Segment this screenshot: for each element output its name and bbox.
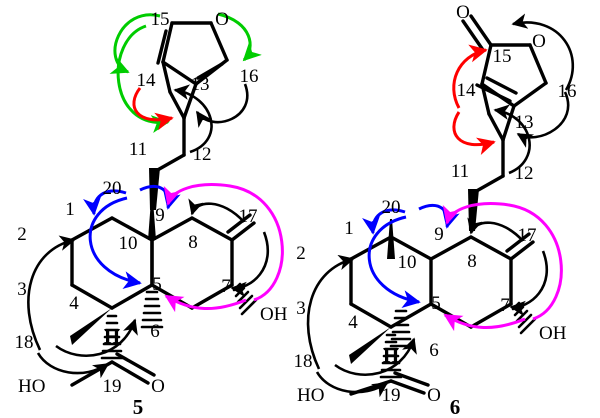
label-h-5: H	[104, 324, 120, 348]
c8-c17-double-bond-5	[226, 213, 256, 242]
label-c13-5: 13	[191, 74, 210, 95]
label-c14-5: 14	[137, 70, 157, 91]
black-correlations-5	[27, 83, 270, 379]
red-correlations-5	[132, 87, 174, 131]
label-c3-5: 3	[17, 279, 27, 300]
label-c5-5: 5	[152, 274, 162, 295]
label-c7-5: 7	[221, 276, 231, 297]
label-c9-5: 9	[155, 205, 165, 226]
compound-label-5: 5	[133, 395, 144, 418]
label-c10-5: 10	[119, 233, 138, 254]
c5-hash-h-5	[140, 290, 164, 329]
label-c16-5: 16	[240, 66, 259, 87]
label-c19-5: 19	[103, 376, 122, 397]
label-c20-5: 20	[103, 178, 122, 199]
label-c8-5: 8	[188, 232, 198, 253]
compound-label-6: 6	[450, 395, 461, 418]
label-c14-6: 14	[457, 80, 477, 101]
label-oh-5: OH	[260, 304, 288, 325]
label-c3-6: 3	[296, 298, 306, 319]
label-c13-6: 13	[515, 112, 534, 133]
c5-hash-h-6	[389, 309, 413, 348]
label-c4-6: 4	[348, 312, 358, 333]
label-acid-o-6: O	[427, 385, 441, 406]
label-c8-6: 8	[467, 251, 477, 272]
label-h-6: H	[383, 343, 399, 367]
black-correlations-6	[306, 13, 575, 398]
label-lactone-co-o-6: O	[456, 2, 470, 23]
label-c15-6: 15	[493, 46, 512, 67]
c14-c13-bond-5	[161, 60, 198, 120]
label-c18-5: 18	[15, 332, 34, 353]
decalin-left-ring-5	[70, 216, 154, 310]
label-c1-5: 1	[65, 199, 75, 220]
red-correlations-6	[452, 44, 496, 155]
label-c1-6: 1	[344, 218, 354, 239]
label-c12-6: 12	[515, 163, 534, 184]
label-c2-5: 2	[17, 224, 27, 245]
label-ho-6: HO	[297, 385, 324, 406]
magenta-correlations-6	[442, 202, 563, 332]
label-c2-6: 2	[296, 243, 306, 264]
label-c17-5: 17	[239, 206, 258, 227]
label-oh-6: OH	[539, 323, 567, 344]
lactone-carbonyl-6	[461, 14, 516, 142]
c20-wedge-5	[148, 200, 156, 240]
compound-5-panel: 15 O 14 13 16 11 12 20 1 2 3 4 10 5 9 8 …	[15, 9, 288, 418]
label-c5-6: 5	[431, 293, 441, 314]
label-c17-6: 17	[518, 225, 537, 246]
label-c6-5: 6	[150, 321, 160, 342]
magenta-correlations-5	[163, 183, 284, 313]
c11-wedge-taper-5	[149, 168, 160, 210]
compound-6-panel: O 15 O 14 13 16 11 12 20 1 2 3 4 10 5 9 …	[294, 2, 577, 418]
label-c12-5: 12	[193, 144, 212, 165]
c18-wedge-5	[70, 308, 112, 345]
label-c16-6: 16	[558, 81, 577, 102]
label-c15-5: 15	[151, 9, 170, 30]
c18-wedge-6	[349, 327, 391, 364]
label-c9-6: 9	[434, 224, 444, 245]
c8-c17-double-bond-6	[505, 232, 535, 261]
label-c4-5: 4	[69, 293, 79, 314]
label-c19-6: 19	[382, 385, 401, 406]
label-furan-o-5: O	[215, 9, 229, 30]
label-c6-6: 6	[429, 340, 439, 361]
label-c20-6: 20	[382, 197, 401, 218]
label-c10-6: 10	[398, 252, 417, 273]
label-c7-6: 7	[500, 295, 510, 316]
label-ho-5: HO	[18, 376, 45, 397]
label-c11-6: 11	[451, 161, 469, 182]
decalin-left-ring-6	[349, 235, 433, 329]
label-c18-6: 18	[294, 351, 313, 372]
label-acid-o-5: O	[151, 376, 165, 397]
c20-wedge-6	[387, 219, 395, 259]
label-c11-5: 11	[129, 139, 147, 160]
label-ring-o-6: O	[532, 31, 546, 52]
